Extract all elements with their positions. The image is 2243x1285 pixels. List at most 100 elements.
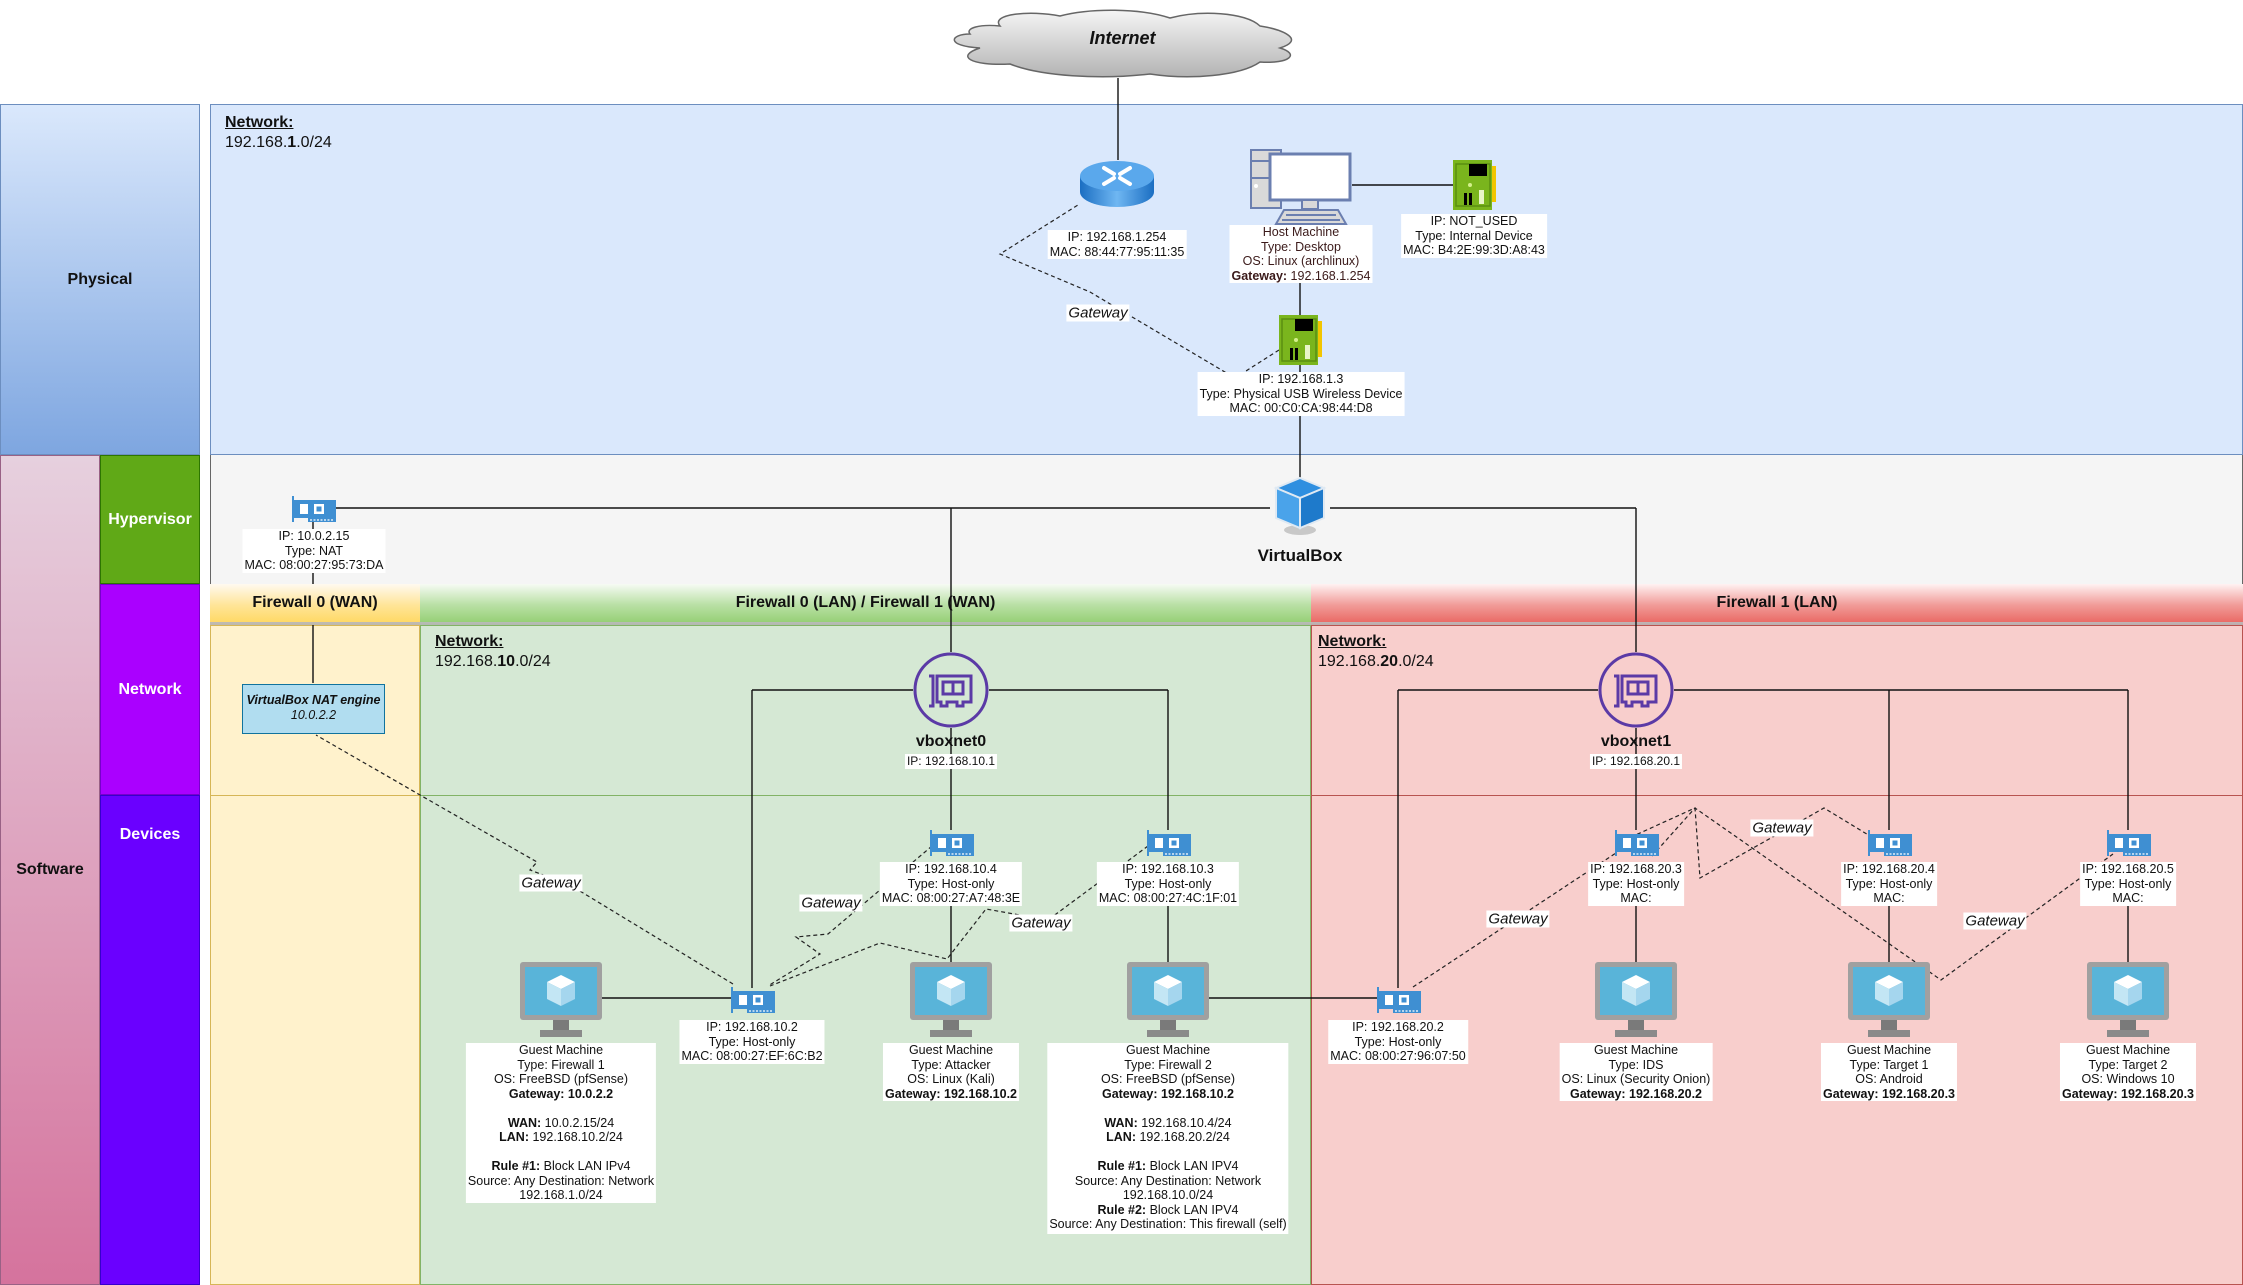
virtual-machine-monitor-icon [2087,962,2169,1037]
vboxnet1-name: vboxnet1 [1600,733,1672,750]
network-card-icon [1377,987,1421,1013]
lane-software-label: Software [16,861,84,878]
virtual-machine-monitor-icon [910,962,992,1037]
lane-devices-label: Devices [119,826,181,843]
firewall0-wan-title: Firewall 0 (WAN) [252,594,378,611]
net10-title: Network: 192.168.10.0/24 [435,632,551,672]
host-machine[interactable] [1250,148,1352,226]
virtualbox-label: VirtualBox [1257,546,1343,565]
physical-network-cidr: 192.168.1.0/24 [225,134,332,151]
lane-devices: Devices [100,795,200,1285]
nat-nic[interactable] [292,496,336,529]
gateway-label-fw1-nat: Gateway [519,874,583,892]
firewall1-lan-header: Firewall 1 (LAN) [1311,584,2243,625]
host-machine-label: Host Machine Type: Desktop OS: Linux (ar… [1229,225,1373,283]
nic-fw2-lan[interactable] [1377,987,1421,1020]
vm-attacker[interactable] [910,962,992,1043]
desktop-computer-icon [1250,149,1352,225]
lan10-divider [420,795,1311,796]
internet-label: Internet [1089,28,1156,48]
vboxnet-adapter-icon [913,652,989,728]
virtual-machine-monitor-icon [1848,962,1930,1037]
vm-target1-label: Guest Machine Type: Target 1 OS: Android… [1820,1043,1958,1101]
net20-cidr: 192.168.20.0/24 [1318,653,1434,670]
nic-ids[interactable] [1615,830,1659,863]
router[interactable] [1078,158,1156,210]
net10-cidr: 192.168.10.0/24 [435,653,551,670]
lane-hypervisor-label: Hypervisor [108,510,192,528]
gateway-label-kali: Gateway [799,894,863,912]
virtual-machine-monitor-icon [1127,962,1209,1037]
physical-network-title: Network: 192.168.1.0/24 [225,113,332,153]
net20-title: Network: 192.168.20.0/24 [1318,632,1434,672]
net20-heading: Network: [1318,633,1387,650]
usb-wireless-device[interactable] [1279,315,1323,365]
vboxnet-adapter-icon [1598,652,1674,728]
firewall0-lan-title: Firewall 0 (LAN) / Firewall 1 (WAN) [735,594,996,611]
lane-network-label: Network [118,680,182,698]
physical-network-heading: Network: [225,114,294,131]
vm-target2-label: Guest Machine Type: Target 2 OS: Windows… [2059,1043,2197,1101]
network-card-green-icon [1279,315,1322,365]
lan20-divider [1311,795,2243,796]
lane-network: Network [100,584,200,795]
vboxnet0-ip: IP: 192.168.10.1 [904,754,998,769]
lan20-region [1311,625,2243,1285]
gateway-label-fw2: Gateway [1009,914,1073,932]
network-card-icon [1868,830,1912,856]
vboxnet1[interactable] [1598,652,1674,728]
lane-physical: Physical [0,104,200,455]
virtual-machine-monitor-icon [1595,962,1677,1037]
lane-software: Software [0,455,100,1285]
internet-cloud: Internet [940,4,1305,82]
nic-target1[interactable] [1868,830,1912,863]
vm-ids-label: Guest Machine Type: IDS OS: Linux (Secur… [1559,1043,1713,1101]
nic-target2[interactable] [2107,830,2151,863]
vm-ids[interactable] [1595,962,1677,1043]
internal-device[interactable] [1453,160,1497,210]
nic-fw2-wan[interactable] [1147,830,1191,863]
hypervisor-region [210,455,2243,584]
vm-firewall1[interactable] [520,962,602,1043]
network-card-icon [1147,830,1191,856]
firewall0-lan-header: Firewall 0 (LAN) / Firewall 1 (WAN) [420,584,1311,625]
vm-target1[interactable] [1848,962,1930,1043]
vboxnet0-name: vboxnet0 [915,733,987,750]
firewall1-lan-title: Firewall 1 (LAN) [1716,594,1838,611]
vm-firewall1-label: Guest Machine Type: Firewall 1 OS: FreeB… [465,1043,657,1203]
vboxnet1-ip: IP: 192.168.20.1 [1589,754,1683,769]
nat-engine[interactable]: VirtualBox NAT engine 10.0.2.2 [242,684,385,734]
vm-firewall2-label: Guest Machine Type: Firewall 2 OS: FreeB… [1047,1043,1289,1234]
gateway-label-t2: Gateway [1963,912,2027,930]
virtualbox[interactable] [1272,476,1328,536]
lane-hypervisor: Hypervisor [100,455,200,584]
vm-target2[interactable] [2087,962,2169,1043]
gateway-label-ids: Gateway [1486,910,1550,928]
wan-divider [210,795,420,796]
vboxnet0[interactable] [913,652,989,728]
vm-attacker-label: Guest Machine Type: Attacker OS: Linux (… [882,1043,1020,1101]
nic-kali[interactable] [930,830,974,863]
virtualbox-icon [1273,476,1327,535]
cloud-icon [953,9,1293,78]
network-card-icon [930,830,974,856]
nat-engine-title: VirtualBox NAT engine [246,693,381,707]
network-card-green-icon [1453,160,1496,210]
virtual-machine-monitor-icon [520,962,602,1037]
nic-fw1-lan[interactable] [731,987,775,1020]
net10-heading: Network: [435,633,504,650]
nat-engine-ip: 10.0.2.2 [290,708,337,722]
gateway-label-physical: Gateway [1066,304,1130,322]
vm-firewall2[interactable] [1127,962,1209,1043]
network-card-icon [1615,830,1659,856]
